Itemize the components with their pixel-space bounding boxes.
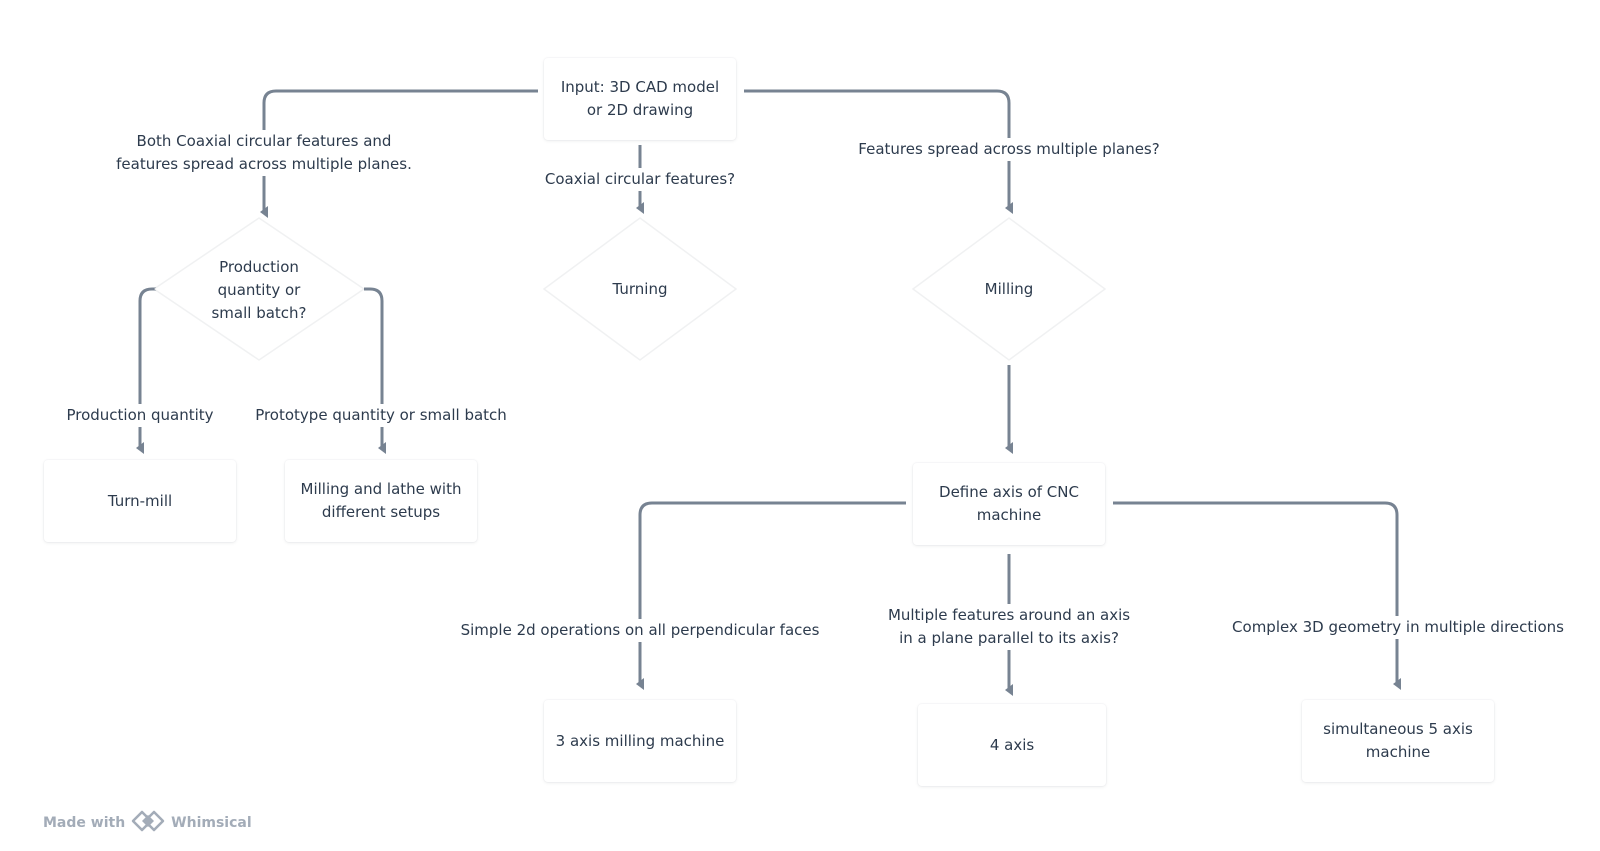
turn-mill-node[interactable]: Turn-mill	[44, 460, 236, 542]
edge-defineaxis-to-5axis	[1113, 501, 1401, 690]
edge-label-both-features: Both Coaxial circular features and featu…	[114, 130, 414, 176]
five-axis-node[interactable]: simultaneous 5 axis machine	[1302, 700, 1494, 782]
edge-label-prototype-quantity: Prototype quantity or small batch	[253, 404, 509, 427]
whimsical-brand-text: Whimsical	[171, 815, 252, 831]
define-axis-label: Define axis of CNC machine	[939, 483, 1079, 524]
edge-production-to-millinglathe	[364, 287, 386, 454]
edge-label-production-quantity: Production quantity	[64, 404, 216, 427]
whimsical-logo-icon	[131, 810, 165, 836]
edge-label-multiple-features-axis: Multiple features around an axis in a pl…	[885, 604, 1133, 650]
define-axis-node[interactable]: Define axis of CNC machine	[913, 463, 1105, 545]
whimsical-watermark[interactable]: Made with Whimsical	[43, 810, 252, 836]
production-decision-diamond	[152, 217, 366, 361]
four-axis-label: 4 axis	[989, 735, 1035, 754]
turning-decision-diamond	[542, 217, 738, 361]
edge-input-to-milling	[744, 89, 1013, 214]
production-decision-label: Production quantity or small batch?	[211, 258, 307, 322]
turn-mill-label: Turn-mill	[107, 491, 173, 510]
edge-production-to-turnmill	[136, 287, 159, 454]
edge-input-to-production	[260, 89, 538, 218]
three-axis-label: 3 axis milling machine	[555, 731, 725, 750]
four-axis-node[interactable]: 4 axis	[918, 704, 1106, 786]
edge-label-multiple-planes: Features spread across multiple planes?	[856, 138, 1162, 161]
milling-lathe-label: Milling and lathe with different setups	[300, 480, 462, 521]
edge-defineaxis-to-3axis	[636, 501, 906, 690]
milling-decision-diamond	[911, 217, 1107, 361]
milling-lathe-node[interactable]: Milling and lathe with different setups	[285, 460, 477, 542]
turning-label: Turning	[612, 280, 668, 298]
edge-label-coaxial: Coaxial circular features?	[542, 168, 738, 191]
edge-label-simple-2d: Simple 2d operations on all perpendicula…	[458, 619, 822, 642]
input-node[interactable]: Input: 3D CAD model or 2D drawing	[544, 58, 736, 140]
input-node-label: Input: 3D CAD model or 2D drawing	[560, 78, 720, 119]
made-with-text: Made with	[43, 815, 126, 831]
five-axis-label: simultaneous 5 axis machine	[1323, 720, 1473, 761]
three-axis-node[interactable]: 3 axis milling machine	[544, 700, 736, 782]
edge-label-complex-3d: Complex 3D geometry in multiple directio…	[1230, 616, 1566, 639]
milling-label: Milling	[984, 280, 1034, 298]
